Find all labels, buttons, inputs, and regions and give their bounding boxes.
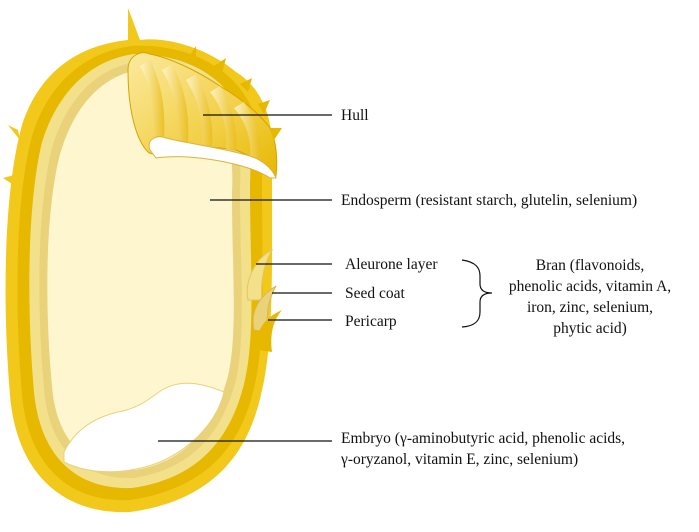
bran-label-line: iron, zinc, selenium, [527, 299, 653, 316]
layer-tabs [246, 248, 282, 352]
hull-cap-spike [188, 46, 282, 140]
bran-label-line: phenolic acids, vitamin A, [509, 278, 671, 295]
hull-ridge [162, 64, 189, 144]
hull-ridge [186, 74, 213, 146]
labels: Hull Endosperm (resistant starch, glutel… [340, 107, 671, 468]
aleurone-label: Aleurone layer [345, 256, 438, 273]
seed-coat-label: Seed coat [345, 285, 406, 302]
leader-lines [158, 114, 493, 442]
pericarp-label: Pericarp [345, 313, 397, 330]
embryo-label-line: Embryo (γ-aminobutyric acid, phenolic ac… [341, 430, 625, 447]
aleurone-tab [246, 248, 274, 301]
bran-label-line: phytic acid) [553, 320, 627, 337]
endosperm-label: Endosperm (resistant starch, glutelin, s… [341, 192, 637, 209]
hull-label: Hull [341, 107, 369, 124]
bran-brace [461, 259, 493, 328]
bran-label-line: Bran (flavonoids, [536, 257, 644, 274]
pericarp-tab [257, 310, 282, 352]
hull-ridge [210, 86, 237, 150]
hull-cap [127, 46, 282, 179]
endosperm [47, 70, 234, 471]
embryo [63, 382, 225, 473]
hull-ridge [140, 60, 165, 146]
embryo-label-line: γ-oryzanol, vitamin E, zinc, selenium) [340, 451, 578, 468]
hull-fold [148, 136, 277, 179]
hull-ridge [234, 102, 261, 162]
